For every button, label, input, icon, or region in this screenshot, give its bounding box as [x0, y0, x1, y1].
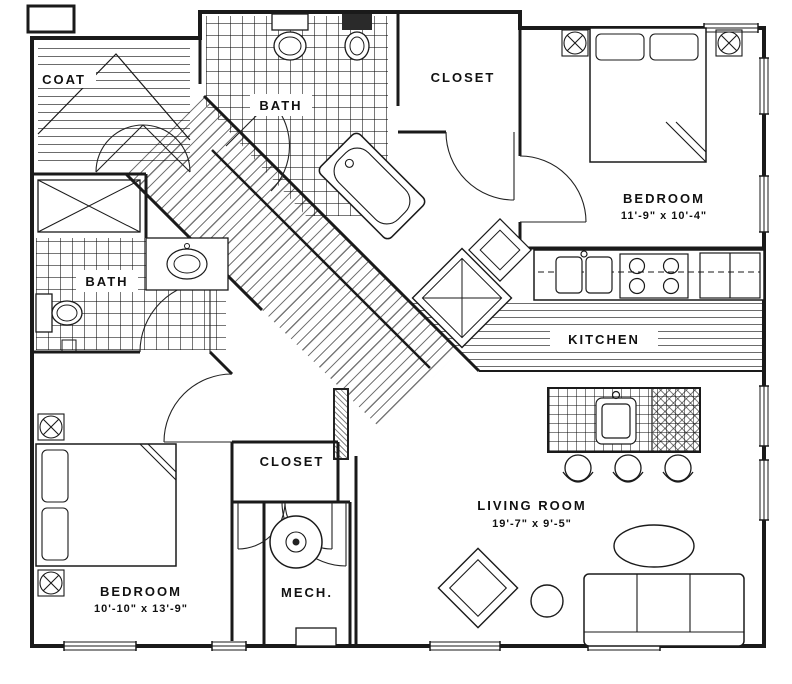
- coffee-table: [613, 524, 695, 568]
- room-label-living-room: LIVING ROOM: [477, 498, 586, 513]
- stair-wall-ne: [202, 94, 481, 373]
- ceiling-fixture-symbol: [715, 29, 743, 57]
- bed-lower: [35, 443, 177, 567]
- vanity-sink-lower: [145, 237, 229, 291]
- window-right-3: [759, 385, 769, 447]
- room-label-bath-upper: BATH: [259, 98, 302, 113]
- sink-upper: [344, 31, 370, 61]
- window-right-4: [759, 459, 769, 521]
- window-right-2: [759, 175, 769, 233]
- closet-upper-door: [445, 131, 515, 201]
- island-sink: [595, 390, 637, 445]
- island-crosshatch: [653, 389, 699, 451]
- stove: [619, 253, 689, 299]
- room-label-bedroom-lower: BEDROOM: [100, 584, 182, 599]
- windows: [63, 23, 769, 651]
- mech-equipment: [269, 515, 337, 647]
- room-dims-bedroom-upper: 11'-9" x 10'-4": [621, 210, 707, 222]
- refrigerator: [699, 252, 761, 299]
- bedroom-lower-furniture: [35, 413, 177, 597]
- shower-diamond: [411, 247, 513, 349]
- window-right-1: [759, 57, 769, 115]
- armchair: [437, 547, 519, 629]
- window-bottom-3: [429, 641, 501, 651]
- kitchen-sink: [555, 250, 613, 294]
- room-label-closet-lower: CLOSET: [260, 454, 325, 469]
- mech-unit: [295, 627, 337, 647]
- ceiling-fixture-symbol: [37, 413, 65, 441]
- coat-bifold-doors: [95, 124, 191, 173]
- window-bottom-2: [211, 641, 247, 651]
- toilet-upper: [271, 13, 309, 61]
- kitchen-counter: [533, 249, 765, 301]
- room-label-coat: COAT: [42, 72, 86, 87]
- sofa: [583, 573, 745, 647]
- room-dims-living-room: 19'-7" x 9'-5": [492, 518, 572, 530]
- room-label-mech: MECH.: [281, 585, 333, 600]
- room-labels: COAT BATH CLOSET BEDROOM 11'-9" x 10'-4"…: [34, 68, 707, 615]
- room-label-bath-lower: BATH: [85, 274, 128, 289]
- window-bottom-1: [63, 641, 137, 651]
- room-label-closet-upper: CLOSET: [431, 70, 496, 85]
- bath-upper-fixtures: [271, 13, 532, 349]
- ceiling-fixture-symbol: [37, 569, 65, 597]
- coat-rod: [37, 53, 191, 141]
- toilet-lower: [35, 293, 83, 353]
- bathtub: [318, 132, 426, 240]
- stair-stringer: [211, 149, 764, 372]
- bed-upper: [589, 27, 707, 163]
- room-label-bedroom-upper: BEDROOM: [623, 191, 705, 206]
- ceiling-fixture-symbol: [561, 29, 589, 57]
- bedroom-upper-furniture: [561, 27, 743, 163]
- corner-pilaster: [26, 4, 76, 34]
- plumbing-chase: [342, 14, 372, 30]
- bedroom-lower-door: [163, 373, 233, 443]
- living-room-furniture: [437, 524, 745, 647]
- kitchen-island: [547, 387, 701, 483]
- side-table: [530, 584, 564, 618]
- room-dims-bedroom-lower: 10'-10" x 13'-9": [94, 603, 188, 615]
- utility-diamond: [468, 218, 532, 282]
- shower-pan: [37, 179, 141, 233]
- window-top-1: [703, 23, 759, 33]
- room-label-kitchen: KITCHEN: [568, 332, 640, 347]
- interior-walls: [32, 12, 764, 646]
- bar-stools: [562, 454, 694, 483]
- bath-lower-door: [139, 281, 211, 353]
- doors: [95, 100, 587, 567]
- bedroom-upper-door: [519, 155, 587, 223]
- bath-lower-fixtures: [35, 179, 229, 353]
